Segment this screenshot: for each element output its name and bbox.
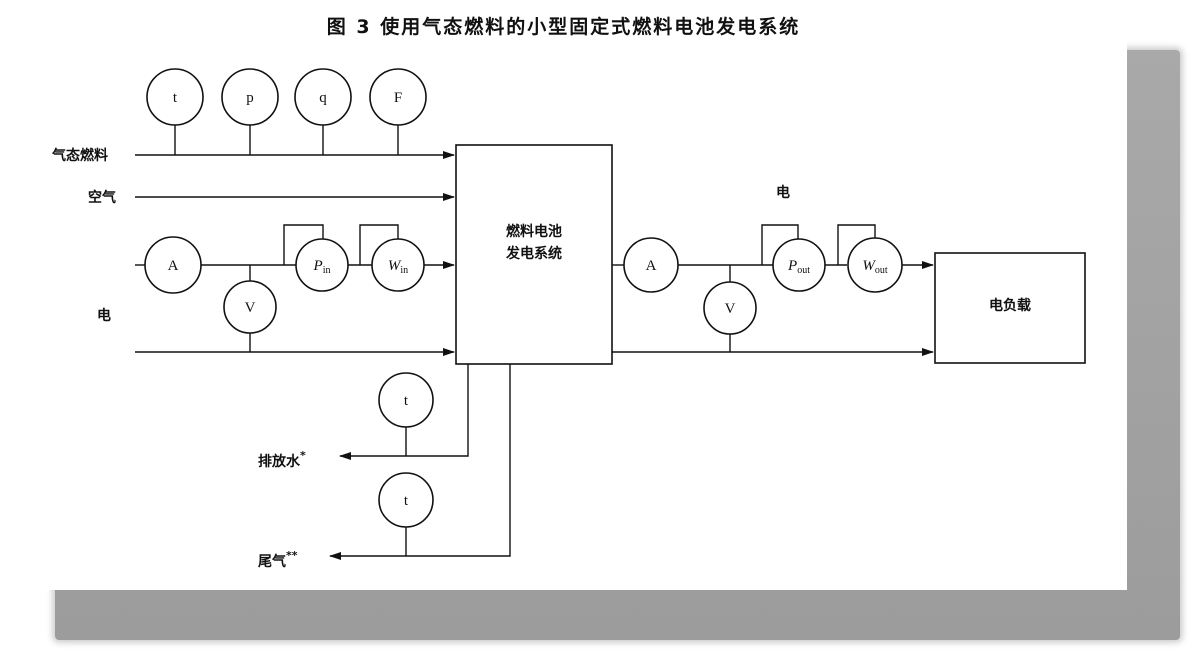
drain-and-exhaust-lines	[329, 364, 511, 560]
electric-load-box	[934, 252, 1086, 364]
output-power-meter: Pout	[772, 238, 826, 292]
temperature-meter: t	[146, 68, 204, 126]
electric-input-label: 电	[97, 307, 111, 324]
svg-text:t: t	[404, 393, 409, 409]
fuel-total-meter: F	[369, 68, 427, 126]
input-power-meter: Pin	[295, 238, 349, 292]
electric-output-label: 电	[776, 184, 790, 201]
exhaust-label: 尾气**	[258, 549, 298, 570]
meter-label: t	[173, 90, 178, 106]
svg-text:Wout: Wout	[862, 258, 888, 276]
meter-label: q	[319, 90, 327, 106]
meter-label: p	[246, 90, 254, 106]
drain-water-label: 排放水*	[258, 449, 306, 470]
diagram-title: 图 3 使用气态燃料的小型固定式燃料电池发电系统	[326, 16, 801, 38]
svg-text:V: V	[725, 301, 736, 317]
svg-text:Win: Win	[388, 258, 408, 276]
drain-temperature-meter: t	[378, 372, 434, 428]
system-box-line1: 燃料电池	[506, 223, 562, 240]
svg-text:A: A	[646, 258, 657, 274]
output-ammeter: A	[623, 237, 679, 293]
exhaust-temperature-meter: t	[378, 472, 434, 528]
output-voltmeter: V	[703, 281, 757, 335]
svg-text:Pin: Pin	[313, 258, 331, 276]
electric-input-wiring	[135, 224, 455, 356]
air-label: 空气	[88, 189, 116, 206]
gas-fuel-label: 气态燃料	[51, 147, 108, 164]
meter-label: F	[394, 90, 402, 106]
svg-text:V: V	[245, 300, 256, 316]
gas-fuel-line	[135, 125, 455, 159]
diagram-panel: 图 3 使用气态燃料的小型固定式燃料电池发电系统 t p q	[51, 16, 1086, 570]
input-ammeter: A	[144, 236, 202, 294]
svg-text:A: A	[168, 258, 179, 274]
svg-text:t: t	[404, 493, 409, 509]
output-energy-meter: Wout	[847, 237, 903, 293]
system-box-line2: 发电系统	[505, 245, 562, 262]
input-voltmeter: V	[223, 280, 277, 334]
flow-meter: q	[294, 68, 352, 126]
electric-output-wiring	[612, 224, 934, 356]
svg-text:Pout: Pout	[787, 258, 810, 276]
pressure-meter: p	[221, 68, 279, 126]
system-diagram: t p q F 气态燃料 空气	[51, 68, 1086, 570]
input-energy-meter: Win	[371, 238, 425, 292]
fuel-cell-system-box	[455, 144, 613, 365]
electric-load-label: 电负载	[989, 297, 1031, 314]
